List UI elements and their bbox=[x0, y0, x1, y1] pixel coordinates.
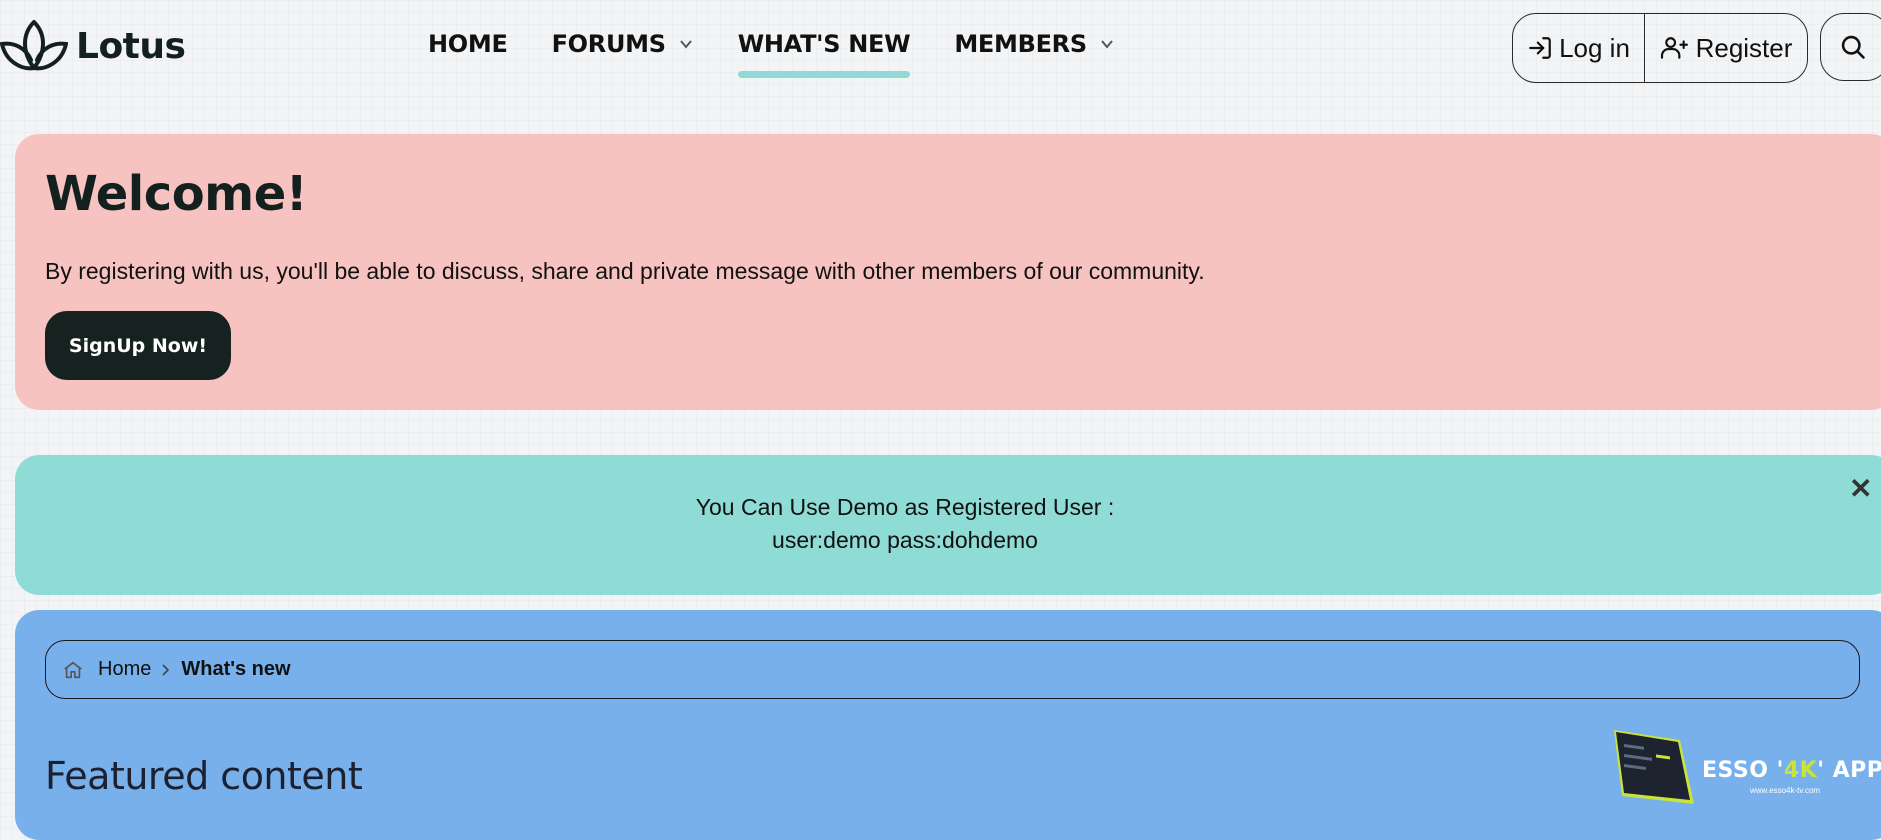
breadcrumb-home[interactable]: Home bbox=[98, 658, 152, 680]
login-label: Log in bbox=[1559, 32, 1630, 63]
watermark-text: ESSO '4K' APPS bbox=[1702, 758, 1881, 783]
welcome-banner: Welcome! By registering with us, you'll … bbox=[15, 134, 1881, 410]
nav-forums[interactable]: FORUMS bbox=[552, 30, 694, 58]
main-panel: Home What's new Featured content bbox=[15, 610, 1881, 840]
close-icon[interactable]: ✕ bbox=[1849, 473, 1873, 504]
chevron-down-icon[interactable] bbox=[678, 36, 694, 52]
nav-whats-new[interactable]: WHAT'S NEW bbox=[737, 30, 911, 78]
login-icon bbox=[1529, 37, 1551, 59]
nav-members[interactable]: MEMBERS bbox=[954, 30, 1115, 58]
watermark-text-start: ESSO ' bbox=[1702, 758, 1784, 783]
demo-notice: You Can Use Demo as Registered User : us… bbox=[15, 455, 1881, 595]
notice-line-2: user:demo pass:dohdemo bbox=[772, 527, 1038, 553]
home-icon[interactable] bbox=[62, 659, 84, 681]
register-button[interactable]: Register bbox=[1645, 14, 1807, 82]
welcome-text: By registering with us, you'll be able t… bbox=[45, 258, 1205, 284]
breadcrumb: Home What's new bbox=[45, 640, 1860, 699]
auth-buttons: Log in Register bbox=[1512, 13, 1808, 83]
search-button[interactable] bbox=[1820, 13, 1881, 81]
register-label: Register bbox=[1695, 32, 1793, 63]
search-icon bbox=[1841, 35, 1865, 59]
welcome-title: Welcome! bbox=[45, 166, 308, 222]
site-logo-text: Lotus bbox=[76, 25, 186, 67]
breadcrumb-current[interactable]: What's new bbox=[181, 658, 291, 680]
nav-members-label: MEMBERS bbox=[954, 30, 1087, 58]
signup-button[interactable]: SignUp Now! bbox=[45, 311, 231, 380]
chevron-right-icon bbox=[162, 663, 170, 676]
site-logo[interactable]: Lotus bbox=[0, 18, 186, 74]
nav-forums-label: FORUMS bbox=[551, 30, 666, 58]
site-header: Lotus HOME FORUMS WHAT'S NEW MEMBERS Log… bbox=[0, 0, 1881, 100]
nav-whats-new-label: WHAT'S NEW bbox=[737, 30, 911, 58]
watermark-logo: ESSO '4K' APPS www.esso4k-tv.com bbox=[1610, 728, 1881, 817]
section-title: Featured content bbox=[45, 754, 363, 798]
login-button[interactable]: Log in bbox=[1513, 14, 1645, 82]
add-user-icon bbox=[1660, 37, 1688, 59]
chevron-down-icon[interactable] bbox=[1099, 36, 1115, 52]
notice-line-1: You Can Use Demo as Registered User : bbox=[695, 494, 1115, 520]
main-nav: HOME FORUMS WHAT'S NEW MEMBERS bbox=[428, 30, 1159, 78]
watermark-text-end: ' APPS bbox=[1817, 758, 1881, 783]
lotus-icon bbox=[0, 20, 68, 71]
nav-home[interactable]: HOME bbox=[428, 30, 508, 58]
watermark-url: www.esso4k-tv.com bbox=[1750, 786, 1821, 795]
tablet-icon bbox=[1614, 730, 1694, 804]
watermark-text-highlight: 4K bbox=[1783, 758, 1818, 783]
nav-home-label: HOME bbox=[428, 30, 508, 58]
